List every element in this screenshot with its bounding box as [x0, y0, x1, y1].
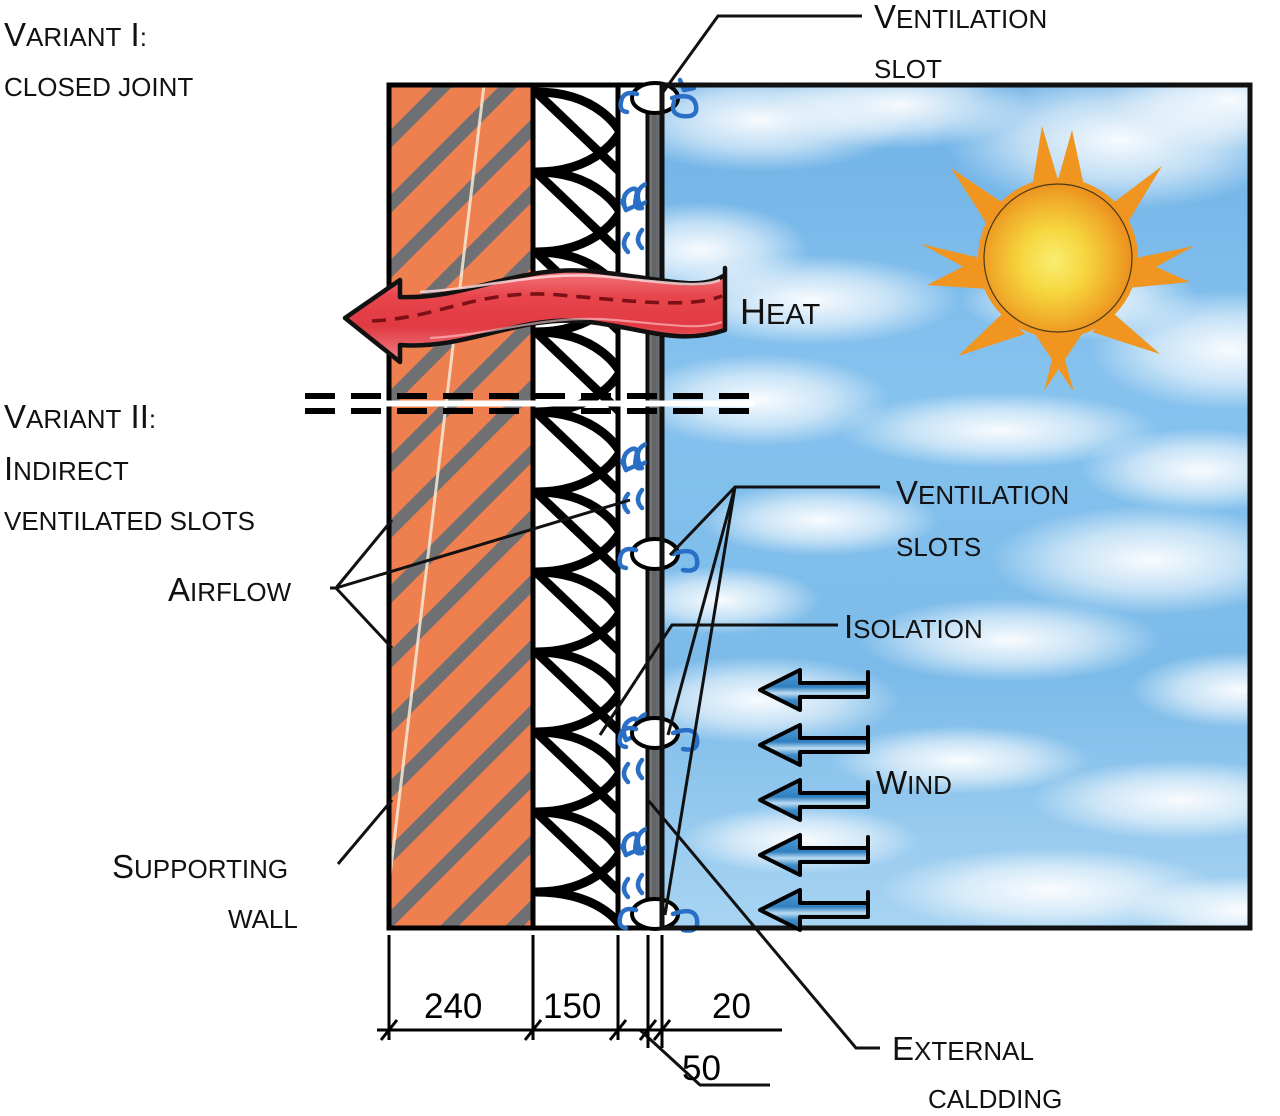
dimension-20: 20 [712, 987, 751, 1026]
variant-1-label: VARIANT I: closed joint [4, 16, 193, 102]
dimension-line [377, 935, 782, 1048]
supporting-wall-layer [386, 82, 536, 931]
dimension-240: 240 [424, 987, 482, 1026]
ventilation-slots-line2: SLOTS [896, 532, 981, 562]
variant-2-line3: VENTILATED SLOTS [4, 506, 255, 536]
variant-2-label: VARIANT II: INDIRECT VENTILATED SLOTS [4, 398, 255, 536]
supporting-wall-line2: WALL [228, 904, 298, 934]
external-cladding-line1: EXTERNAL [892, 1030, 1034, 1067]
isolation-label: ISOLATION [844, 608, 983, 645]
ventilation-slot [617, 716, 700, 752]
ventilation-slots-line1: VENTILATION [896, 474, 1069, 511]
dimension-150: 150 [543, 987, 601, 1026]
external-cladding-label: EXTERNAL CALDDING [892, 1030, 1062, 1114]
supporting-wall-label: SUPPORTING WALL [112, 848, 298, 934]
wind-arrows [758, 668, 870, 932]
external-cladding-line2: CALDDING [928, 1084, 1062, 1114]
variant-1-title: VARIANT I: [4, 16, 147, 53]
ventilation-slots-label: VENTILATION SLOTS [896, 474, 1069, 562]
ventilation-slot [618, 77, 699, 119]
variant-2-title: VARIANT II: [4, 398, 156, 435]
air-cavity-layer [615, 82, 651, 931]
wind-label: WIND [876, 764, 952, 801]
leader-lines [330, 14, 880, 1087]
dimension-50: 50 [682, 1049, 721, 1088]
wind-arrow [758, 668, 870, 712]
wind-arrow [758, 888, 870, 932]
heat-arrow [342, 265, 728, 365]
variant-2-line2: INDIRECT [4, 450, 129, 487]
variant-divider [305, 393, 755, 414]
wind-arrow [758, 833, 870, 877]
ventilation-slot [617, 537, 700, 573]
heat-label: HEAT [740, 291, 821, 332]
supporting-wall-line1: SUPPORTING [112, 848, 288, 885]
ventilation-slot-line1: VENTILATION [874, 0, 1047, 35]
sun-icon [921, 126, 1194, 392]
airflow-label: AIRFLOW [168, 571, 292, 608]
ventilation-slot-line2: SLOT [874, 54, 942, 84]
ventilation-slot-label: VENTILATION SLOT [874, 0, 1047, 84]
wind-arrow [758, 723, 870, 767]
wind-arrow [758, 778, 870, 822]
variant-1-subtitle: closed joint [4, 72, 193, 102]
